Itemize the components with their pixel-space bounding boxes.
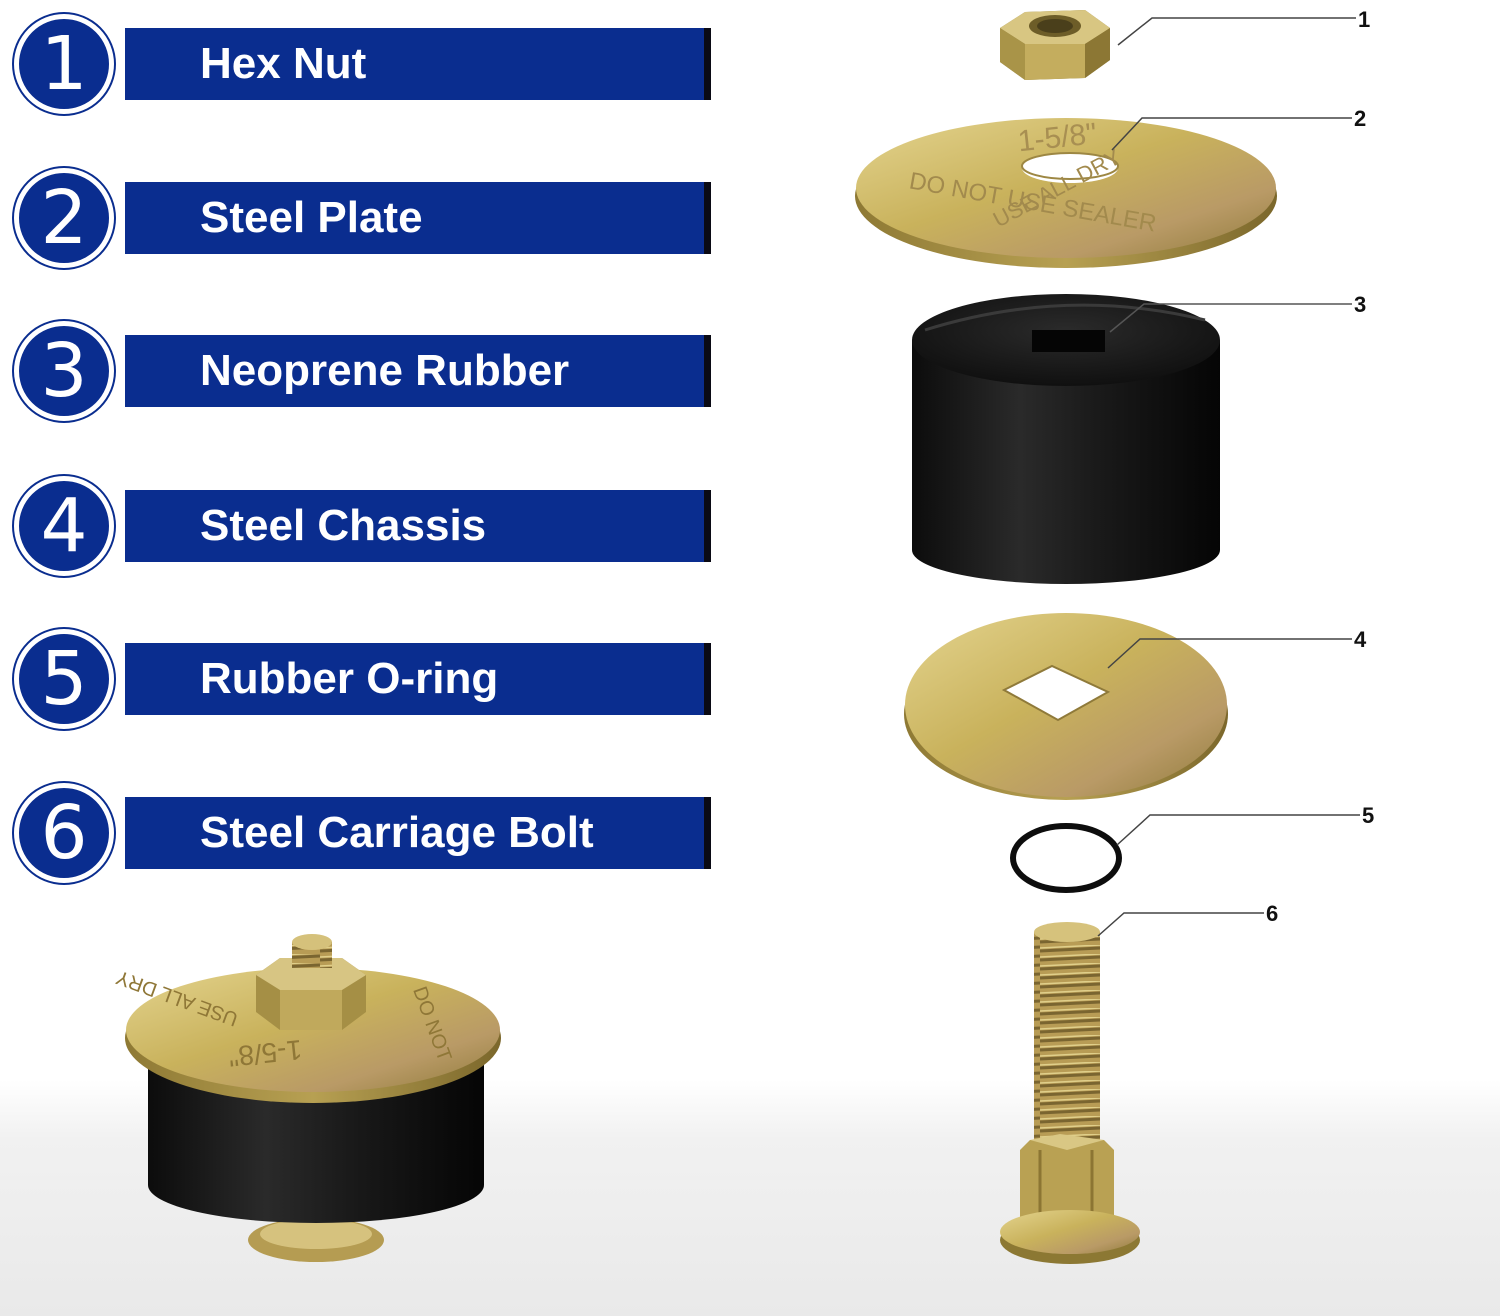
callout-6: 6 <box>1097 901 1278 937</box>
legend-label: Neoprene Rubber <box>125 335 711 407</box>
number-badge: 3 <box>14 321 114 421</box>
legend-item-steel-plate: 2 Steel Plate <box>0 168 720 268</box>
legend-label: Steel Chassis <box>125 490 711 562</box>
callout-3: 3 <box>1109 292 1366 333</box>
number-badge: 2 <box>14 168 114 268</box>
callout-number: 3 <box>1354 292 1366 317</box>
callout-2: 2 <box>1111 106 1366 151</box>
rubber-o-ring-part <box>1010 823 1122 893</box>
assembled-mount: 1-5/8" DO NOT USE ALL DRY <box>113 934 501 1262</box>
legend-label: Steel Plate <box>125 182 711 254</box>
callout-1: 1 <box>1117 7 1370 46</box>
callout-number: 5 <box>1362 803 1374 828</box>
number-badge: 5 <box>14 629 114 729</box>
legend-item-steel-carriage-bolt: 6 Steel Carriage Bolt <box>0 783 720 883</box>
number-badge: 1 <box>14 14 114 114</box>
callout-4: 4 <box>1107 627 1367 669</box>
steel-chassis-part <box>904 613 1228 800</box>
hex-nut-part <box>1000 10 1110 80</box>
legend-item-neoprene-rubber: 3 Neoprene Rubber <box>0 321 720 421</box>
callout-number: 4 <box>1354 627 1367 652</box>
callout-number: 2 <box>1354 106 1366 131</box>
callout-number: 1 <box>1358 7 1370 32</box>
legend-label: Rubber O-ring <box>125 643 711 715</box>
neoprene-rubber-part <box>912 294 1220 584</box>
legend-label: Hex Nut <box>125 28 711 100</box>
plate-size-stamp: 1-5/8" <box>1016 117 1098 158</box>
legend-item-rubber-o-ring: 5 Rubber O-ring <box>0 629 720 729</box>
callout-5: 5 <box>1116 803 1374 846</box>
steel-carriage-bolt-part <box>1000 922 1140 1264</box>
legend-label: Steel Carriage Bolt <box>125 797 711 869</box>
legend-item-hex-nut: 1 Hex Nut <box>0 14 720 114</box>
number-badge: 4 <box>14 476 114 576</box>
assembled-size-stamp: 1-5/8" <box>227 1034 304 1073</box>
callout-number: 6 <box>1266 901 1278 926</box>
number-badge: 6 <box>14 783 114 883</box>
steel-plate-part: 1-5/8" USE ALL DRY DO NOT USE SEALER <box>855 117 1277 268</box>
legend-item-steel-chassis: 4 Steel Chassis <box>0 476 720 576</box>
